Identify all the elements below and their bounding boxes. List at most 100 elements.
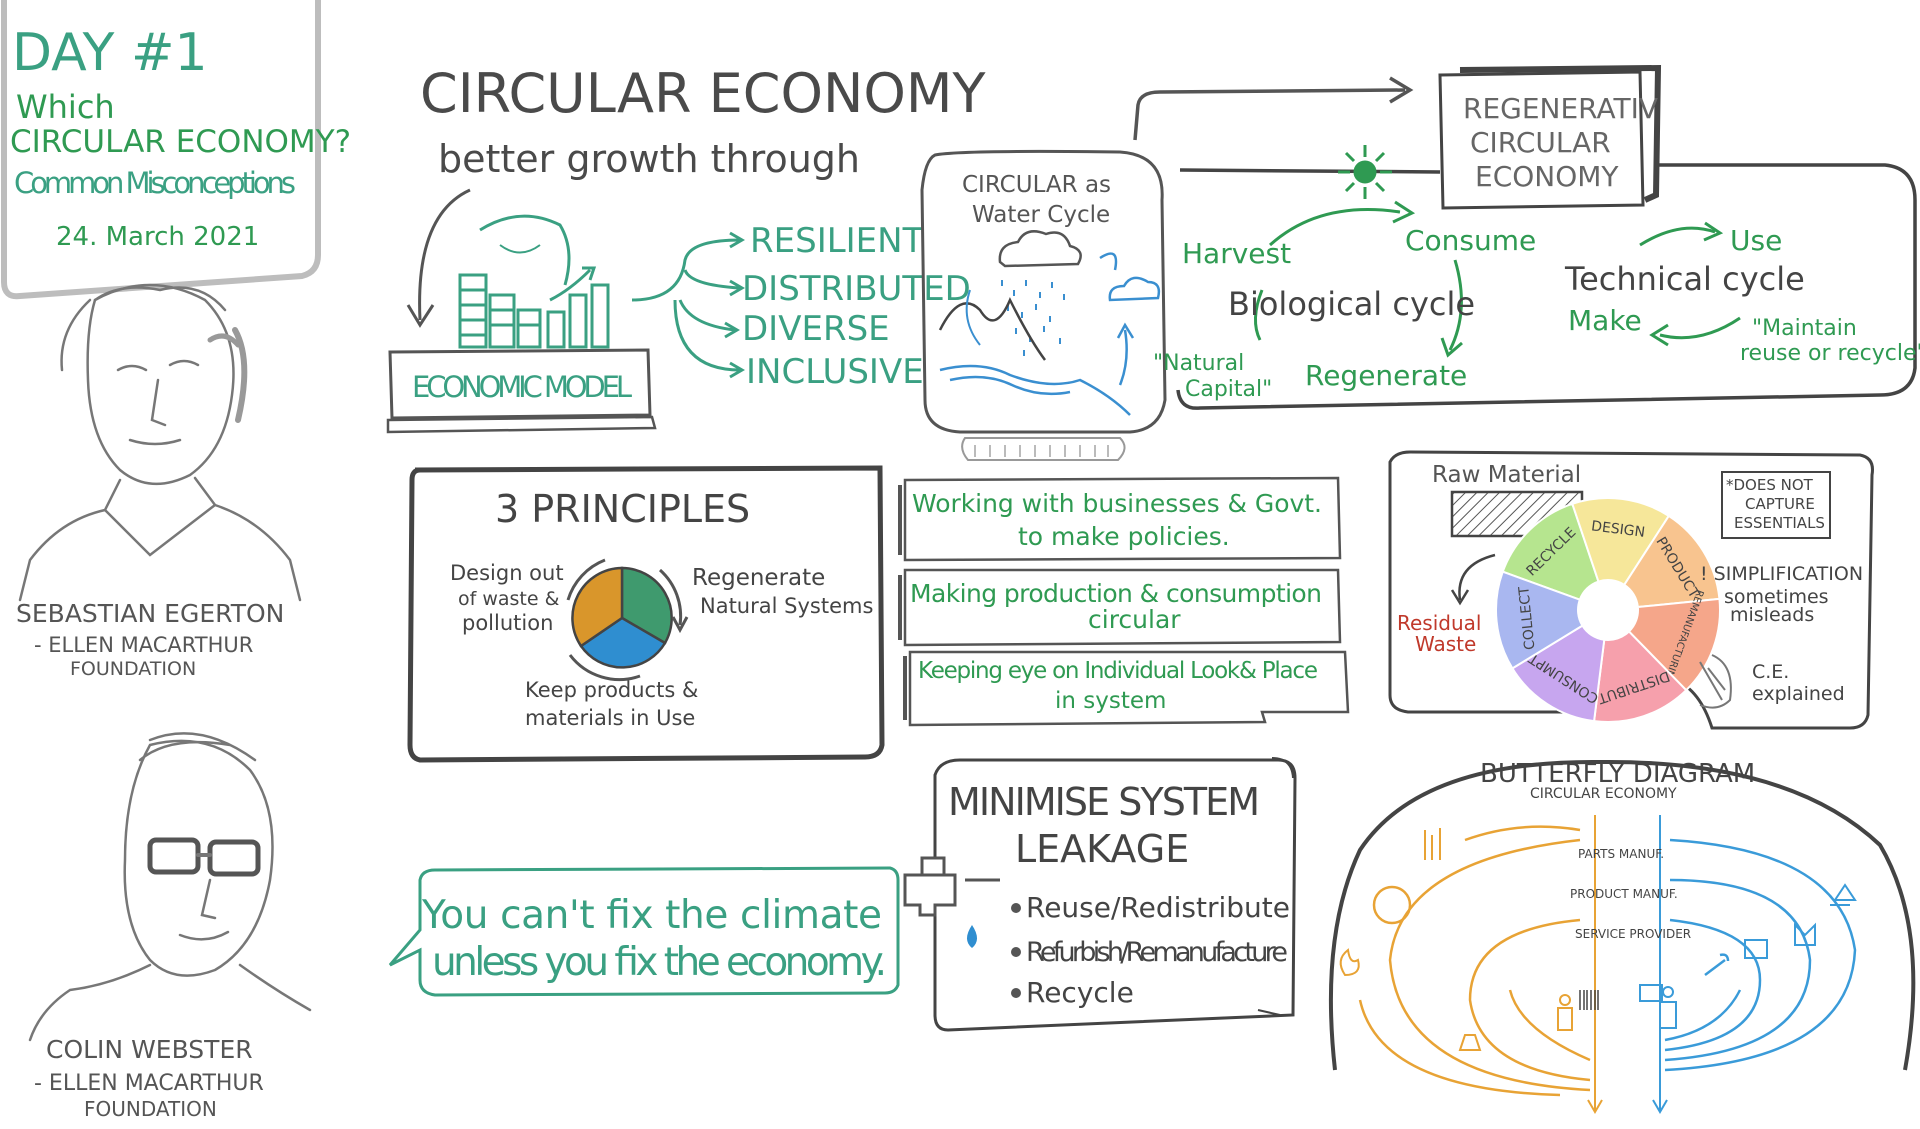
economic-model: ECONOMIC MODEL xyxy=(386,214,657,434)
ce-explained-1: C.E. xyxy=(1752,661,1789,683)
sun-icon xyxy=(1338,145,1392,199)
mountains-icon xyxy=(938,297,1047,361)
qualities-branches xyxy=(631,231,745,379)
rain-icon xyxy=(1001,280,1065,356)
leakage-title-1: MINIMISE SYSTEM xyxy=(948,780,1260,824)
principles-title: 3 PRINCIPLES xyxy=(495,487,750,531)
water-cycle-title-1: CIRCULAR as xyxy=(962,172,1111,198)
wheel-segment xyxy=(1495,570,1584,670)
raw-material-label: Raw Material xyxy=(1432,462,1581,488)
speaker-1-name: SEBASTIAN EGERTON xyxy=(16,599,284,628)
note-line-1: *DOES NOT xyxy=(1726,476,1814,494)
quality-resilient: RESILIENT xyxy=(750,221,924,261)
butterfly-title: BUTTERFLY DIAGRAM xyxy=(1480,759,1755,789)
globe-icon xyxy=(479,214,571,286)
leakage-title-2: LEAKAGE xyxy=(1015,827,1189,871)
box-icon xyxy=(1744,939,1768,959)
action-boxes: Working with businesses & Govt. to make … xyxy=(898,476,1350,727)
speaker-1-org-2: FOUNDATION xyxy=(70,658,196,680)
water-tap-icon xyxy=(903,856,1000,948)
principle-1-line-1: Design out xyxy=(450,561,564,585)
principle-1-line-2: of waste & xyxy=(458,588,560,610)
crops-icon xyxy=(1424,828,1441,860)
technical-cycle: Use Technical cycle Make "Maintain reuse… xyxy=(1564,221,1920,366)
main-title: CIRCULAR ECONOMY xyxy=(420,62,986,125)
quote-bubble: You can't fix the climate unless you fix… xyxy=(388,866,900,997)
bio-regenerate: Regenerate xyxy=(1305,359,1467,392)
wheel-segment xyxy=(1622,514,1721,609)
speaker-2-org: - ELLEN MACARTHUR xyxy=(34,1071,264,1096)
tech-maintain-2: reuse or recycle" xyxy=(1740,341,1920,366)
principle-3-line-1: Keep products & xyxy=(525,678,698,702)
qualities-list: RESILIENT DISTRIBUTED DIVERSE INCLUSIVE xyxy=(742,221,971,392)
tech-use: Use xyxy=(1730,224,1782,257)
quote-line-2: unless you fix the economy. xyxy=(432,940,887,985)
regenerative-line-1: REGENERATIV xyxy=(1463,92,1658,125)
user-icon xyxy=(1639,984,1677,1029)
wheel-segment-label: DESIGN xyxy=(1590,518,1646,541)
sometimes-label: sometimes xyxy=(1724,586,1829,608)
flask-icon xyxy=(1458,1034,1482,1051)
action-1-line-1: Working with businesses & Govt. xyxy=(912,489,1322,518)
speaker-portrait-1 xyxy=(18,283,302,602)
main-title-block: CIRCULAR ECONOMY better growth through xyxy=(406,62,986,328)
speaker-1-caption: SEBASTIAN EGERTON - ELLEN MACARTHUR FOUN… xyxy=(16,599,284,680)
principle-2-line-2: Natural Systems xyxy=(700,594,873,618)
principles-card: 3 PRINCIPLES Design out of waste & pollu… xyxy=(407,465,885,763)
coins-icon xyxy=(458,273,542,349)
leakage-item-3: Recycle xyxy=(1026,976,1134,1009)
butterfly-diagram: BUTTERFLY DIAGRAM CIRCULAR ECONOMY PARTS… xyxy=(1328,759,1916,1114)
misleads-label: misleads xyxy=(1730,604,1814,626)
factory-icon xyxy=(1794,922,1816,946)
residual-waste-1: Residual xyxy=(1397,611,1481,635)
regenerative-line-3: ECONOMY xyxy=(1475,160,1619,193)
arrow-to-regenerative xyxy=(1133,76,1414,141)
quote-line-1: You can't fix the climate xyxy=(421,893,882,938)
water-cycle-title-2: Water Cycle xyxy=(972,202,1110,228)
stage-service: SERVICE PROVIDER xyxy=(1575,927,1691,941)
quality-distributed: DISTRIBUTED xyxy=(742,269,971,309)
quality-inclusive: INCLUSIVE xyxy=(746,352,924,392)
bio-natural-1: "Natural xyxy=(1153,351,1244,376)
recycle-icon xyxy=(1830,883,1857,906)
biological-cycle: Harvest Consume Biological cycle "Natura… xyxy=(1153,200,1536,402)
principle-3-line-2: materials in Use xyxy=(525,706,695,730)
water-cycle-card: CIRCULAR as Water Cycle xyxy=(920,149,1167,461)
fire-icon xyxy=(1339,948,1360,977)
wheel-segment-label: COLLECT xyxy=(1516,585,1538,650)
ce-explained-2: explained xyxy=(1752,683,1845,705)
stage-parts: PARTS MANUF. xyxy=(1578,847,1664,861)
wheel-segment xyxy=(1511,624,1606,723)
regenerative-line-2: CIRCULAR xyxy=(1470,126,1611,159)
action-2-line-1: Making production & consumption xyxy=(910,579,1322,608)
economic-model-label: ECONOMIC MODEL xyxy=(412,370,632,404)
bio-harvest: Harvest xyxy=(1182,237,1291,270)
action-3-line-1: Keeping eye on Individual Look& Place xyxy=(918,658,1318,684)
bio-title: Biological cycle xyxy=(1228,285,1475,323)
principle-1-line-3: pollution xyxy=(462,611,553,635)
speaker-2-name: COLIN WEBSTER xyxy=(46,1035,253,1064)
essentials-note xyxy=(1721,471,1831,539)
principle-2-line-1: Regenerate xyxy=(692,565,825,591)
header-date: 24. March 2021 xyxy=(56,222,259,252)
tech-make: Make xyxy=(1568,304,1642,337)
tech-title: Technical cycle xyxy=(1564,260,1805,298)
cycles-container xyxy=(1176,163,1917,410)
simplification-label: ! SIMPLIFICATION xyxy=(1700,563,1863,585)
action-2-line-2: circular xyxy=(1088,605,1181,634)
quality-diverse: DIVERSE xyxy=(742,309,890,349)
leakage-item-1: Reuse/Redistribute xyxy=(1026,891,1290,924)
consumer-icon xyxy=(1557,994,1573,1031)
cloud-icon xyxy=(998,230,1082,268)
earth-icon xyxy=(1372,885,1412,925)
bulb-base-icon xyxy=(1699,654,1732,709)
tech-maintain-1: "Maintain xyxy=(1752,316,1857,341)
action-3-line-2: in system xyxy=(1055,688,1166,714)
growth-chart-icon xyxy=(546,266,610,349)
leakage-item-2: Refurbish/Remanufacture xyxy=(1026,937,1288,968)
header-subtitle: Common Misconceptions xyxy=(14,166,296,200)
river-icon xyxy=(939,364,1131,416)
wheel-center xyxy=(1578,580,1638,640)
question-line-1: Which xyxy=(16,88,115,126)
